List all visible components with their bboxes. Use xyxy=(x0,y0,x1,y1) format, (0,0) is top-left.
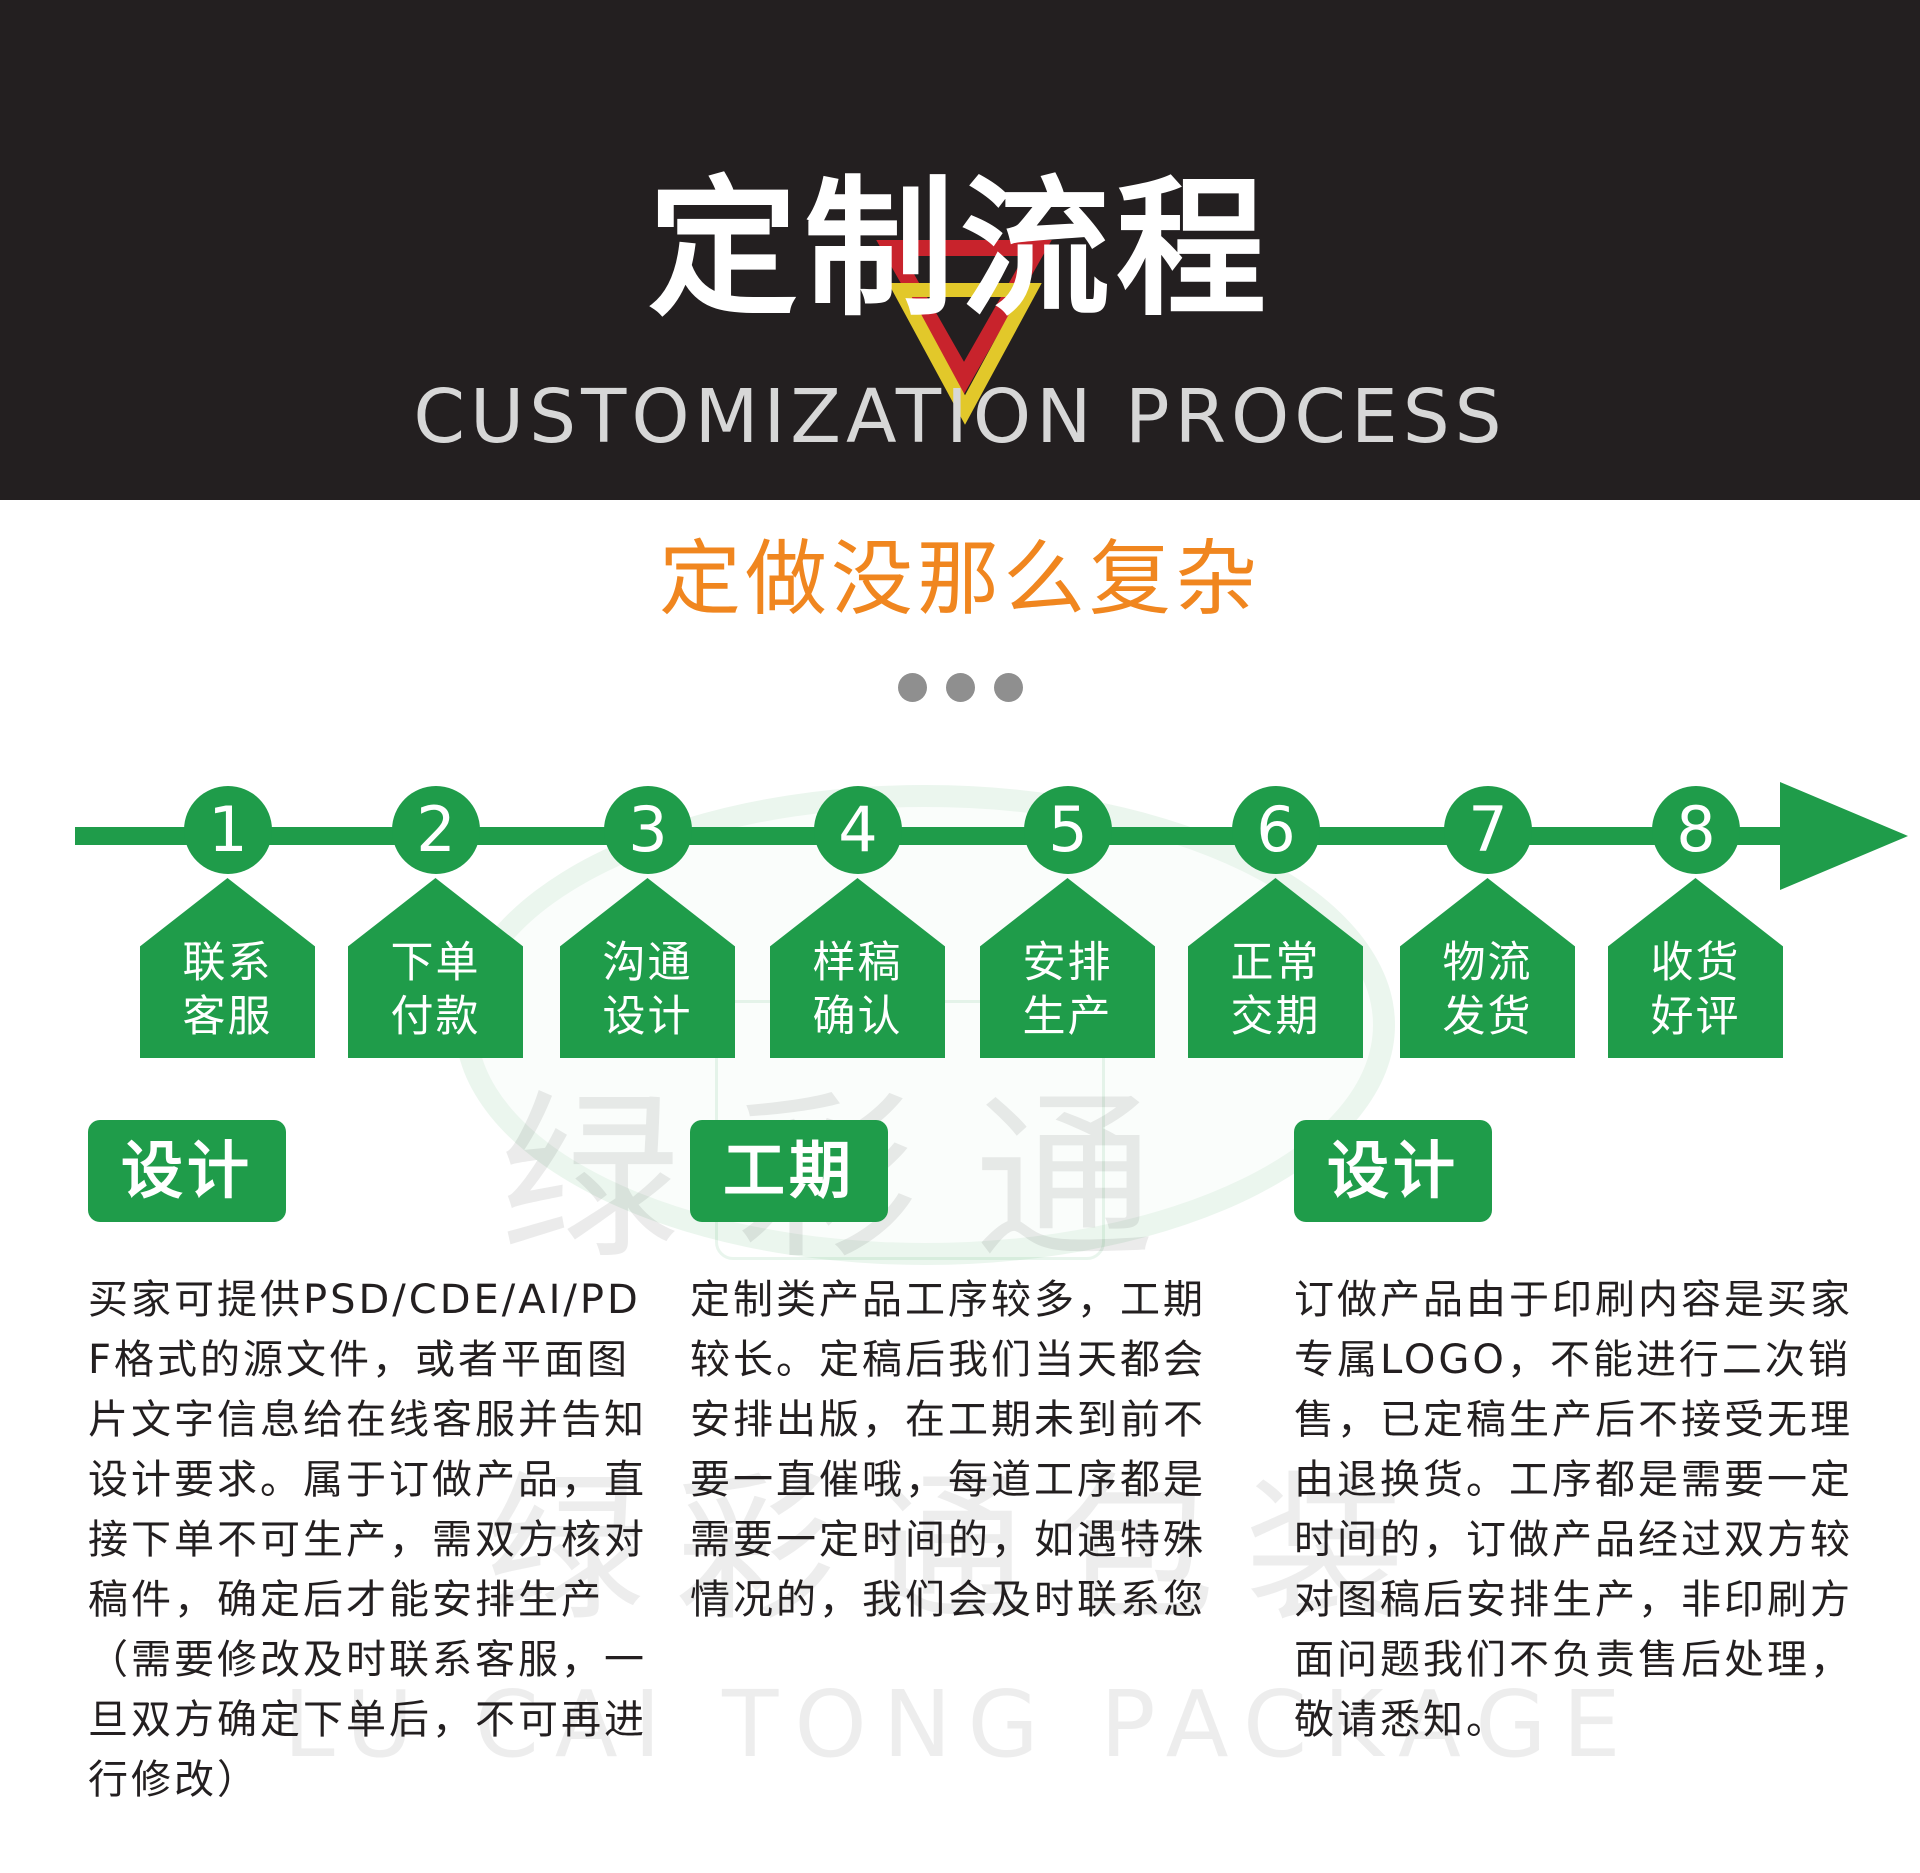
dots-divider xyxy=(898,673,1024,703)
dot-icon xyxy=(898,673,927,702)
dot-icon xyxy=(946,673,975,702)
step-number: 1 xyxy=(184,786,272,874)
step-label: 安排生产 xyxy=(1022,938,1113,1042)
info-column-policy: 设计 订做产品由于印刷内容是买家专属LOGO，不能进行二次销售，已定稿生产后不接… xyxy=(1294,1120,1854,1750)
page-subtitle: CUSTOMIZATION PROCESS xyxy=(413,374,1507,460)
step-number: 3 xyxy=(604,786,692,874)
step-label: 收货好评 xyxy=(1650,938,1741,1042)
step-label: 物流发货 xyxy=(1442,938,1533,1042)
process-step-4: 4 样稿确认 xyxy=(770,786,945,1058)
info-column-design: 设计 买家可提供PSD/CDE/AI/PDF格式的源文件，或者平面图片文字信息给… xyxy=(88,1120,648,1810)
step-label: 下单付款 xyxy=(390,938,481,1042)
column-tag: 设计 xyxy=(1294,1120,1492,1222)
column-text: 订做产品由于印刷内容是买家专属LOGO，不能进行二次销售，已定稿生产后不接受无理… xyxy=(1294,1277,1853,1743)
step-number: 2 xyxy=(392,786,480,874)
dot-icon xyxy=(994,673,1023,702)
column-tag: 设计 xyxy=(88,1120,286,1222)
step-number: 8 xyxy=(1652,786,1740,874)
step-number: 4 xyxy=(814,786,902,874)
info-column-lead-time: 工期 定制类产品工序较多，工期较长。定稿后我们当天都会安排出版，在工期未到前不要… xyxy=(690,1120,1235,1630)
process-timeline-line xyxy=(75,827,1785,845)
column-text: 买家可提供PSD/CDE/AI/PDF格式的源文件，或者平面图片文字信息给在线客… xyxy=(88,1277,647,1803)
triangle-decoration-icon xyxy=(876,240,1052,425)
process-step-5: 5 安排生产 xyxy=(980,786,1155,1058)
step-label: 正常交期 xyxy=(1230,938,1321,1042)
arrow-right-icon xyxy=(1780,782,1908,890)
column-tag: 工期 xyxy=(690,1120,888,1222)
process-step-7: 7 物流发货 xyxy=(1400,786,1575,1058)
column-text: 定制类产品工序较多，工期较长。定稿后我们当天都会安排出版，在工期未到前不要一直催… xyxy=(690,1277,1206,1623)
step-label: 沟通设计 xyxy=(602,938,693,1042)
watermark-brand-en: LU CAI TONG PACKAGE xyxy=(283,1671,1637,1778)
step-number: 7 xyxy=(1444,786,1532,874)
process-step-2: 2 下单付款 xyxy=(348,786,523,1058)
header-banner: 定制流程 CUSTOMIZATION PROCESS xyxy=(0,0,1920,500)
slogan: 定做没那么复杂 xyxy=(658,532,1261,627)
process-step-6: 6 正常交期 xyxy=(1188,786,1363,1058)
step-number: 5 xyxy=(1024,786,1112,874)
process-step-1: 1 联系客服 xyxy=(140,786,315,1058)
process-step-3: 3 沟通设计 xyxy=(560,786,735,1058)
step-label: 联系客服 xyxy=(182,938,273,1042)
process-step-8: 8 收货好评 xyxy=(1608,786,1783,1058)
watermark-brand-cn: 绿彩通包装 xyxy=(484,1456,1435,1643)
step-number: 6 xyxy=(1232,786,1320,874)
step-label: 样稿确认 xyxy=(812,938,903,1042)
page-title: 定制流程 xyxy=(647,163,1272,337)
